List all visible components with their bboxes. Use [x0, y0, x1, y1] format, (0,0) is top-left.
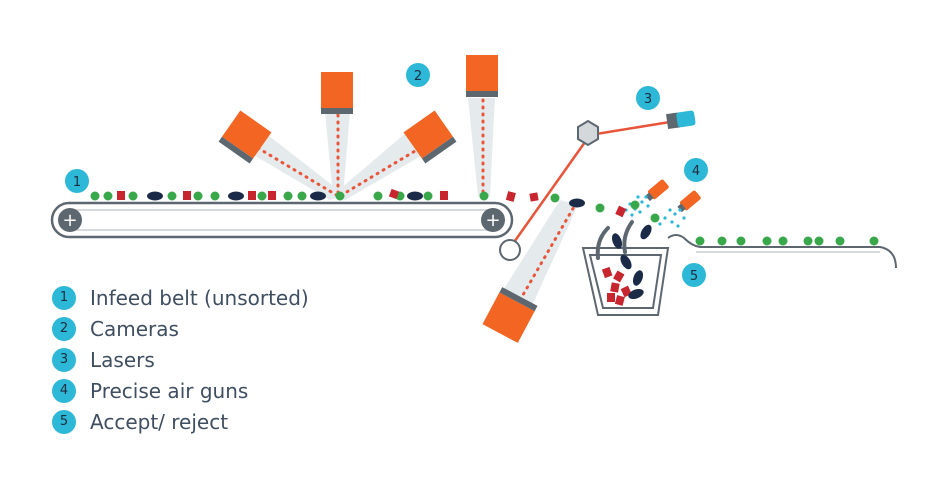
laser-mirror-hexagon	[577, 119, 599, 147]
legend-number-badge: 2	[52, 316, 76, 341]
airborne-items	[505, 191, 660, 249]
svg-text:4: 4	[692, 164, 700, 179]
legend-number-badge: 5	[52, 409, 76, 434]
deflector-flaps	[595, 220, 634, 260]
air-gun-2	[677, 190, 701, 213]
air-blast	[624, 195, 686, 228]
accept-conveyor	[667, 234, 897, 269]
rejected-items	[601, 254, 644, 306]
svg-text:1: 1	[73, 175, 81, 190]
legend-item-infeed-belt: 1 Infeed belt (unsorted)	[52, 282, 309, 313]
camera-left-angled	[218, 110, 272, 164]
marker-2: 2	[406, 63, 430, 87]
legend-label: Lasers	[90, 347, 155, 372]
belt-roller-right	[481, 208, 505, 232]
svg-text:5: 5	[690, 269, 698, 284]
legend-label: Accept/ reject	[90, 409, 229, 434]
reject-bin	[581, 247, 670, 316]
svg-text:3: 3	[644, 92, 652, 107]
legend: 1 Infeed belt (unsorted) 2 Cameras 3 Las…	[52, 282, 309, 437]
infeed-belt: + +	[50, 201, 514, 239]
legend-item-accept-reject: 5 Accept/ reject	[52, 406, 309, 437]
legend-label: Infeed belt (unsorted)	[90, 285, 309, 310]
accepted-items	[695, 236, 879, 246]
unsorted-items	[90, 188, 489, 201]
svg-text:+: +	[485, 210, 500, 231]
belt-roller-left	[58, 208, 82, 232]
legend-item-air-guns: 4 Precise air guns	[52, 375, 309, 406]
air-gun-1	[645, 179, 669, 202]
svg-text:+: +	[62, 210, 77, 231]
marker-1: 1	[65, 169, 89, 193]
camera-sight-lines	[256, 98, 577, 302]
marker-3: 3	[636, 86, 660, 110]
laser-emitter	[666, 110, 696, 130]
camera-right-angled	[403, 110, 457, 164]
marker-4: 4	[684, 158, 708, 182]
legend-number-badge: 4	[52, 378, 76, 403]
marker-5: 5	[682, 263, 706, 287]
legend-number-badge: 3	[52, 347, 76, 372]
legend-label: Precise air guns	[90, 378, 249, 403]
legend-item-cameras: 2 Cameras	[52, 313, 309, 344]
camera-bottom	[482, 287, 538, 343]
legend-number-badge: 1	[52, 285, 76, 310]
legend-label: Cameras	[90, 316, 179, 341]
camera-top-right	[466, 55, 498, 97]
svg-text:2: 2	[414, 69, 422, 84]
legend-item-lasers: 3 Lasers	[52, 344, 309, 375]
camera-center	[321, 72, 353, 114]
laser-beam	[510, 120, 671, 246]
belt-end-pulley	[499, 239, 521, 261]
